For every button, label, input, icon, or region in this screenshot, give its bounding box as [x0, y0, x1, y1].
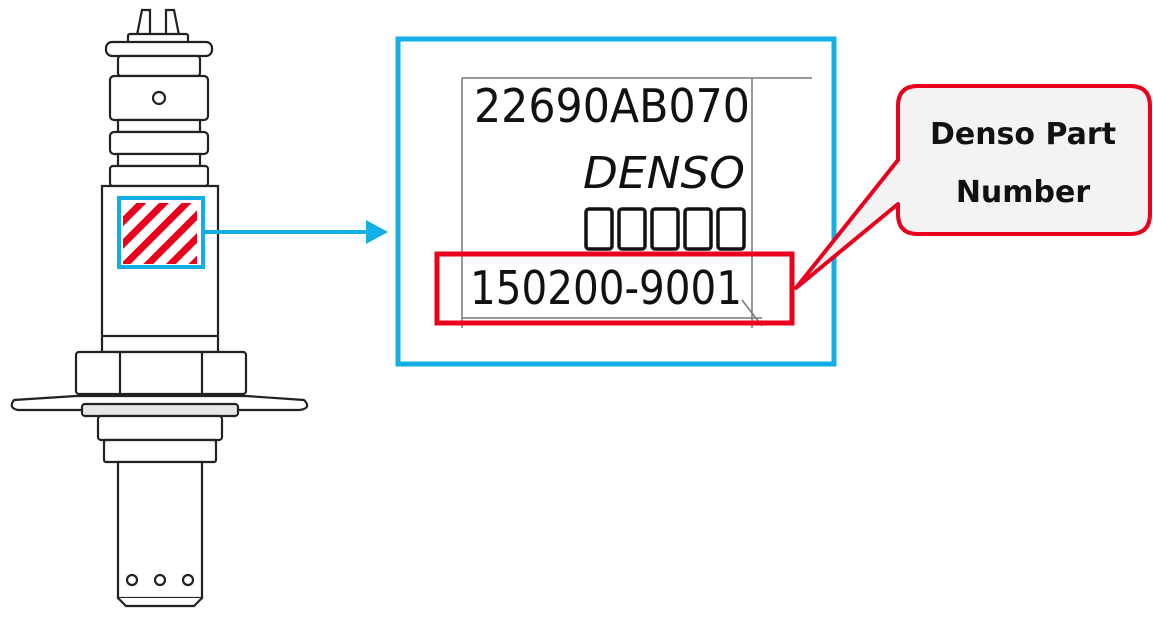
part-number-highlight	[434, 251, 795, 326]
vent-hole	[151, 90, 167, 106]
date-code-text: □□□□□	[0, 0, 5, 1]
lower-shell	[96, 414, 224, 442]
callout-line-1: Denso Part	[930, 117, 1116, 152]
callout-bubble	[794, 84, 1152, 290]
date-code-box	[716, 207, 746, 251]
probe-hole	[125, 573, 139, 587]
date-code-box	[617, 207, 647, 251]
date-code-boxes	[584, 207, 746, 251]
zoom-arrow-head	[366, 220, 388, 244]
part-number-top: 22690AB070	[474, 79, 750, 133]
date-code-box	[584, 207, 614, 251]
probe-hole	[181, 573, 195, 587]
top-flange	[104, 40, 214, 58]
denso-part-number: 150200-9001	[470, 261, 742, 315]
zoom-box	[395, 36, 837, 367]
label-outline	[461, 77, 812, 328]
date-code-box	[650, 207, 680, 251]
connector-tabs	[134, 8, 182, 41]
body-ring	[108, 130, 210, 156]
probe-hole	[153, 573, 167, 587]
label-location-hatch	[123, 203, 197, 264]
brand-logo-text: DENSO	[583, 148, 745, 199]
callout-line-2: Number	[956, 175, 1091, 210]
date-code-box	[683, 207, 713, 251]
oxygen-sensor-drawing	[10, 8, 309, 608]
hex-nut	[74, 350, 248, 396]
